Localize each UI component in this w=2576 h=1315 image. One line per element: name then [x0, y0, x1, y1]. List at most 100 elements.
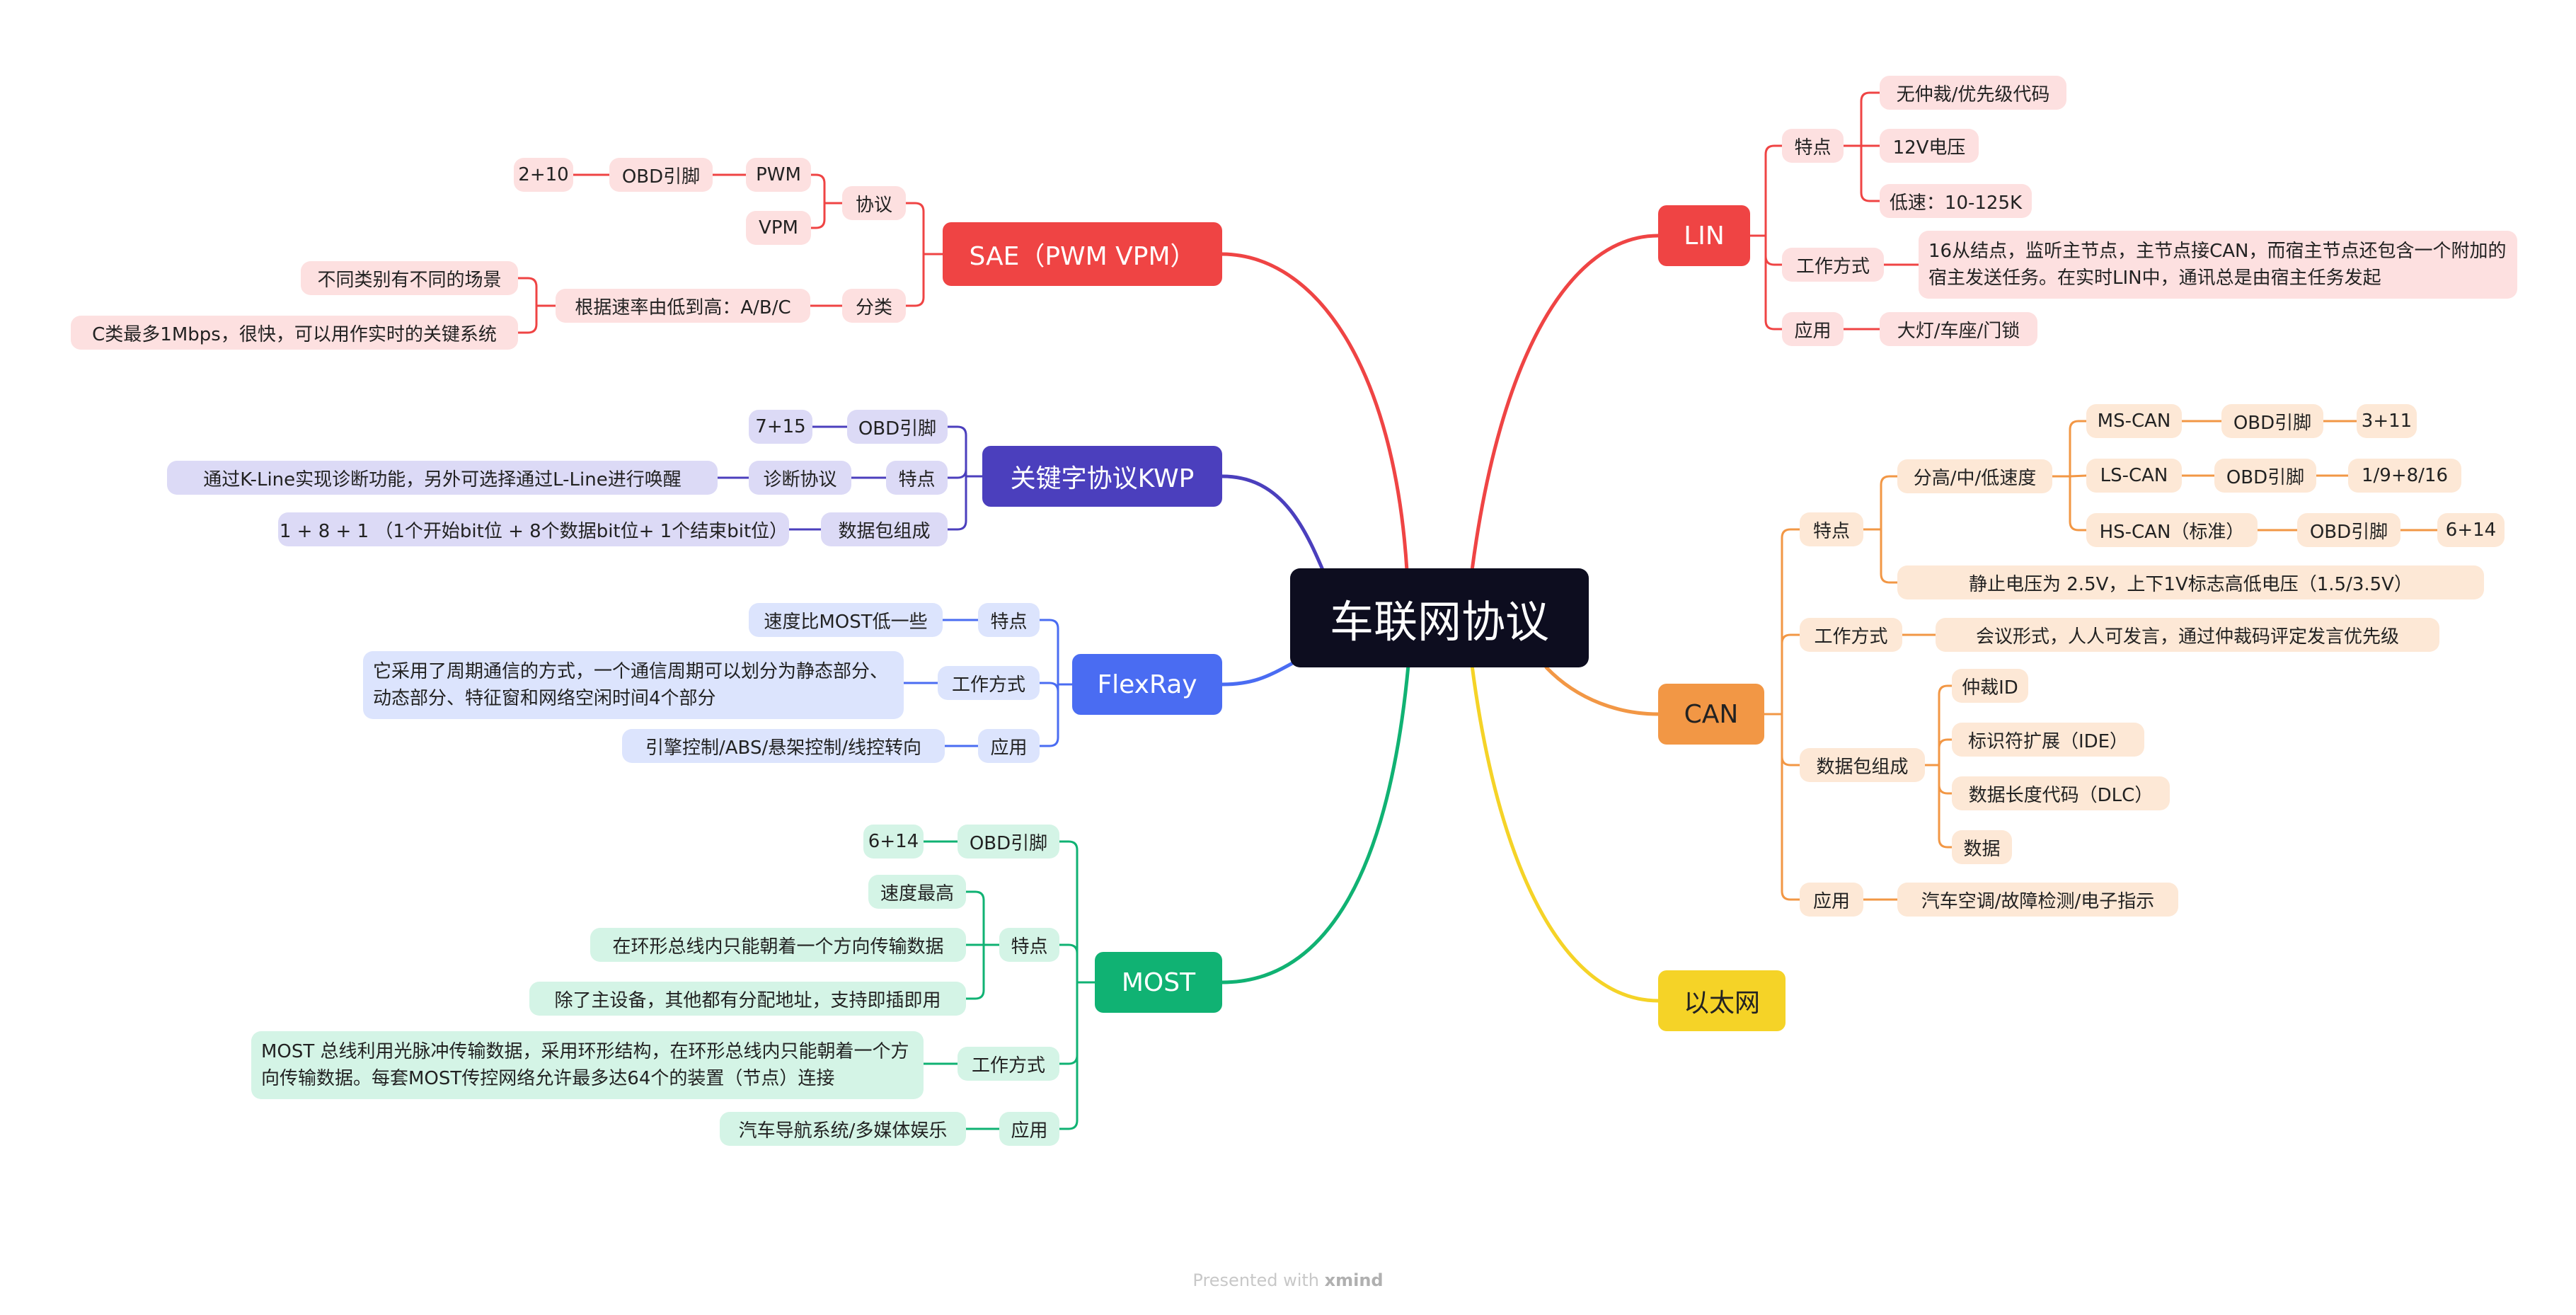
link-lin-branch-2 — [1764, 234, 1783, 331]
can-hs-pin[interactable]: OBD引脚 — [2297, 513, 2400, 547]
link-can-feature-branch-1 — [1880, 528, 1899, 584]
lin-mode-desc[interactable]: 16从结点，监听主节点，主节点接CAN，而宿主节点还包含一个附加的宿主发送任务。… — [1919, 231, 2517, 299]
most-app-desc[interactable]: 汽车导航系统/多媒体娱乐 — [720, 1112, 966, 1146]
can-packet[interactable]: 数据包组成 — [1800, 748, 1925, 782]
can-ls-pin[interactable]: OBD引脚 — [2214, 459, 2316, 493]
link-root-lin — [1470, 234, 1660, 573]
link-flexray-branch-0 — [1038, 619, 1059, 686]
footer-presented: Presented with — [1192, 1270, 1319, 1290]
link-flexray-branch-2 — [1038, 683, 1059, 747]
can-voltage[interactable]: 静止电压为 2.5V，上下1V标志高低电压（1.5/3.5V） — [1897, 565, 2484, 599]
sae-class-c[interactable]: C类最多1Mbps，很快，可以用作实时的关键系统 — [71, 316, 518, 350]
kwp-diag-desc[interactable]: 通过K-Line实现诊断功能，另外可选择通过L-Line进行唤醒 — [167, 461, 718, 495]
sae-classify[interactable]: 分类 — [842, 289, 906, 323]
kwp-packet-desc[interactable]: 1 + 8 + 1 （1个开始bit位 + 8个数据bit位+ 1个结束bit位… — [278, 512, 789, 546]
link-can-branch-2 — [1781, 713, 1801, 766]
kwp-feature[interactable]: 特点 — [886, 461, 948, 495]
lin-feature-1[interactable]: 无仲裁/优先级代码 — [1880, 76, 2066, 110]
topic-flexray[interactable]: FlexRay — [1072, 654, 1222, 715]
most-obd-pin[interactable]: OBD引脚 — [958, 825, 1059, 859]
flexray-feature[interactable]: 特点 — [978, 603, 1040, 637]
most-feature-1[interactable]: 速度最高 — [868, 875, 966, 909]
link-can-speed-branch-0 — [2069, 420, 2088, 478]
topic-can[interactable]: CAN — [1658, 684, 1764, 745]
link-can-packet-branch-2 — [1938, 764, 1953, 795]
link-root-can — [1544, 665, 1660, 716]
link-lin-feature-branch-2 — [1860, 144, 1881, 202]
lin-feature-3[interactable]: 低速：10-125K — [1880, 184, 2032, 218]
can-ms-pin[interactable]: OBD引脚 — [2221, 404, 2323, 438]
can-ms[interactable]: MS-CAN — [2086, 404, 2182, 438]
kwp-obd-pin[interactable]: OBD引脚 — [847, 410, 948, 444]
most-mode[interactable]: 工作方式 — [958, 1047, 1059, 1081]
link-kwp-branch-2 — [946, 475, 967, 531]
sae-pwm[interactable]: PWM — [746, 158, 811, 192]
link-can-packet-branch-0 — [1938, 684, 1953, 766]
topic-lin[interactable]: LIN — [1658, 205, 1750, 266]
topic-sae[interactable]: SAE（PWM VPM） — [943, 222, 1222, 286]
link-sae-branch-1 — [904, 253, 925, 307]
sae-protocol[interactable]: 协议 — [842, 186, 906, 220]
footer-credit: Presented with xmind — [0, 1270, 2576, 1290]
most-feature-3[interactable]: 除了主设备，其他都有分配地址，支持即插即用 — [529, 982, 966, 1016]
can-ls[interactable]: LS-CAN — [2086, 459, 2182, 493]
xmind-logo: xmind — [1324, 1270, 1384, 1290]
lin-mode[interactable]: 工作方式 — [1782, 248, 1884, 282]
lin-feature-2[interactable]: 12V电压 — [1880, 129, 1979, 163]
flexray-app-desc[interactable]: 引擎控制/ABS/悬架控制/线控转向 — [622, 729, 945, 763]
topic-kwp[interactable]: 关键字协议KWP — [982, 446, 1222, 507]
can-app[interactable]: 应用 — [1800, 883, 1863, 917]
link-most-branch-3 — [1058, 981, 1079, 1130]
lin-app[interactable]: 应用 — [1782, 312, 1844, 346]
link-kwp-branch-1 — [946, 469, 967, 479]
lin-feature[interactable]: 特点 — [1782, 129, 1844, 163]
kwp-diag-protocol[interactable]: 诊断协议 — [749, 461, 851, 495]
most-app[interactable]: 应用 — [999, 1112, 1059, 1146]
lin-app-desc[interactable]: 大灯/车座/门锁 — [1880, 312, 2037, 346]
topic-ethernet[interactable]: 以太网 — [1658, 970, 1786, 1031]
link-can-feature-branch-0 — [1880, 475, 1899, 531]
sae-obd-pin[interactable]: OBD引脚 — [609, 158, 713, 192]
can-speed[interactable]: 分高/中/低速度 — [1897, 459, 2052, 493]
topic-most[interactable]: MOST — [1095, 952, 1222, 1013]
can-packet-3[interactable]: 数据长度代码（DLC） — [1952, 776, 2170, 810]
sae-by-rate[interactable]: 根据速率由低到高：A/B/C — [556, 289, 810, 323]
most-feature[interactable]: 特点 — [999, 928, 1059, 962]
link-can-branch-1 — [1781, 633, 1801, 716]
can-hs[interactable]: HS-CAN（标准） — [2086, 513, 2258, 547]
link-root-most — [1220, 663, 1410, 984]
can-ms-value[interactable]: 3+11 — [2357, 404, 2417, 438]
link-flexray-branch-1 — [1038, 682, 1059, 692]
link-kwp-branch-0 — [946, 425, 967, 478]
can-hs-value[interactable]: 6+14 — [2437, 513, 2505, 547]
can-packet-2[interactable]: 标识符扩展（IDE） — [1952, 723, 2144, 757]
link-can-packet-branch-3 — [1938, 764, 1953, 849]
can-app-desc[interactable]: 汽车空调/故障检测/电子指示 — [1897, 883, 2178, 917]
can-packet-1[interactable]: 仲裁ID — [1952, 669, 2028, 703]
flexray-app[interactable]: 应用 — [978, 729, 1040, 763]
sae-diff-scene[interactable]: 不同类别有不同的场景 — [301, 261, 518, 295]
most-pin-value[interactable]: 6+14 — [863, 825, 924, 859]
kwp-packet[interactable]: 数据包组成 — [821, 512, 948, 546]
link-can-packet-branch-1 — [1938, 738, 1953, 766]
sae-pin-value[interactable]: 2+10 — [514, 158, 573, 192]
link-can-branch-0 — [1781, 528, 1801, 716]
link-root-flexray — [1220, 656, 1304, 687]
most-feature-2[interactable]: 在环形总线内只能朝着一个方向传输数据 — [590, 928, 966, 962]
most-mode-desc[interactable]: MOST 总线利用光脉冲传输数据，采用环形结构，在环形总线内只能朝着一个方向传输… — [251, 1031, 924, 1099]
flexray-mode[interactable]: 工作方式 — [938, 666, 1040, 700]
can-mode-desc[interactable]: 会议形式，人人可发言，通过仲裁码评定发言优先级 — [1936, 618, 2439, 652]
link-lin-feature-branch-0 — [1860, 91, 1881, 147]
can-ls-value[interactable]: 1/9+8/16 — [2348, 459, 2461, 493]
kwp-pin-value[interactable]: 7+15 — [749, 410, 812, 444]
can-packet-4[interactable]: 数据 — [1952, 830, 2012, 864]
sae-vpm[interactable]: VPM — [746, 211, 811, 245]
root-topic[interactable]: 车联网协议 — [1290, 568, 1589, 667]
can-mode[interactable]: 工作方式 — [1800, 618, 1902, 652]
flexray-feature-desc[interactable]: 速度比MOST低一些 — [749, 603, 943, 637]
flexray-mode-desc[interactable]: 它采用了周期通信的方式，一个通信周期可以划分为静态部分、动态部分、特征窗和网络空… — [363, 651, 904, 719]
can-feature[interactable]: 特点 — [1800, 512, 1863, 546]
link-root-sae — [1220, 252, 1409, 573]
link-can-speed-branch-2 — [2069, 475, 2088, 532]
